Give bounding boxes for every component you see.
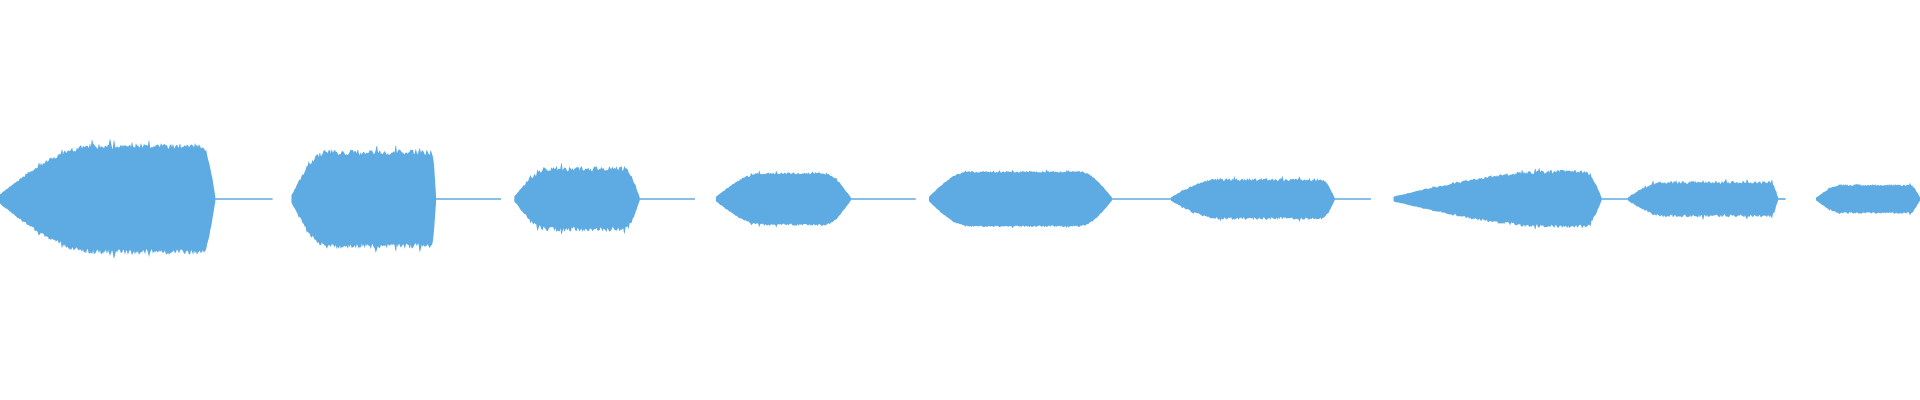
waveform-burst-16 [1816, 182, 1920, 216]
waveform-burst-10 [1170, 175, 1335, 223]
waveform-burst-4 [514, 163, 640, 235]
waveform-burst-0 [0, 139, 216, 259]
waveform-burst-6 [715, 170, 851, 228]
waveform-burst-2 [291, 145, 437, 253]
waveform-burst-12 [1393, 167, 1602, 230]
waveform-burst-8 [929, 169, 1112, 229]
waveform-burst-14 [1627, 178, 1779, 220]
